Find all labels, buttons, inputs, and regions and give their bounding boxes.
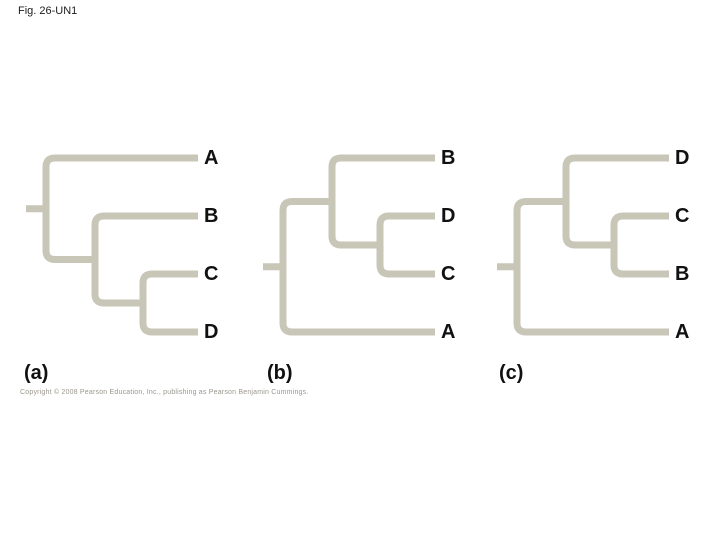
cladogram-branches <box>26 154 198 336</box>
cladogram-panel-c: D C B A <box>497 140 720 355</box>
branch-path <box>376 212 435 278</box>
taxon-label-d: D <box>675 147 690 169</box>
copyright-notice: Copyright © 2008 Pearson Education, Inc.… <box>20 389 309 396</box>
panel-label-a: (a) <box>24 362 49 384</box>
taxon-label-a: A <box>441 321 456 343</box>
taxon-label-d: D <box>204 321 219 343</box>
taxon-label-d: D <box>441 205 456 227</box>
branch-path <box>610 212 669 278</box>
branch-path <box>279 198 435 336</box>
cladogram-branches <box>497 154 669 336</box>
taxon-label-c: C <box>441 263 456 285</box>
taxon-label-c: C <box>204 263 219 285</box>
taxon-label-b: B <box>204 205 219 227</box>
figure-label: Fig. 26-UN1 <box>18 5 78 17</box>
taxon-label-b: B <box>441 147 456 169</box>
cladogram-branches <box>263 154 435 336</box>
taxon-label-b: B <box>675 263 690 285</box>
branch-path <box>513 198 669 336</box>
panel-label-c: (c) <box>499 362 524 384</box>
branch-path <box>139 270 198 336</box>
cladogram-panel-b: B D C A <box>263 140 495 355</box>
panel-label-b: (b) <box>267 362 293 384</box>
taxon-label-a: A <box>204 147 219 169</box>
taxon-label-c: C <box>675 205 690 227</box>
taxon-label-a: A <box>675 321 690 343</box>
branch-path <box>42 154 198 263</box>
cladogram-panel-a: A B C D <box>26 140 258 355</box>
